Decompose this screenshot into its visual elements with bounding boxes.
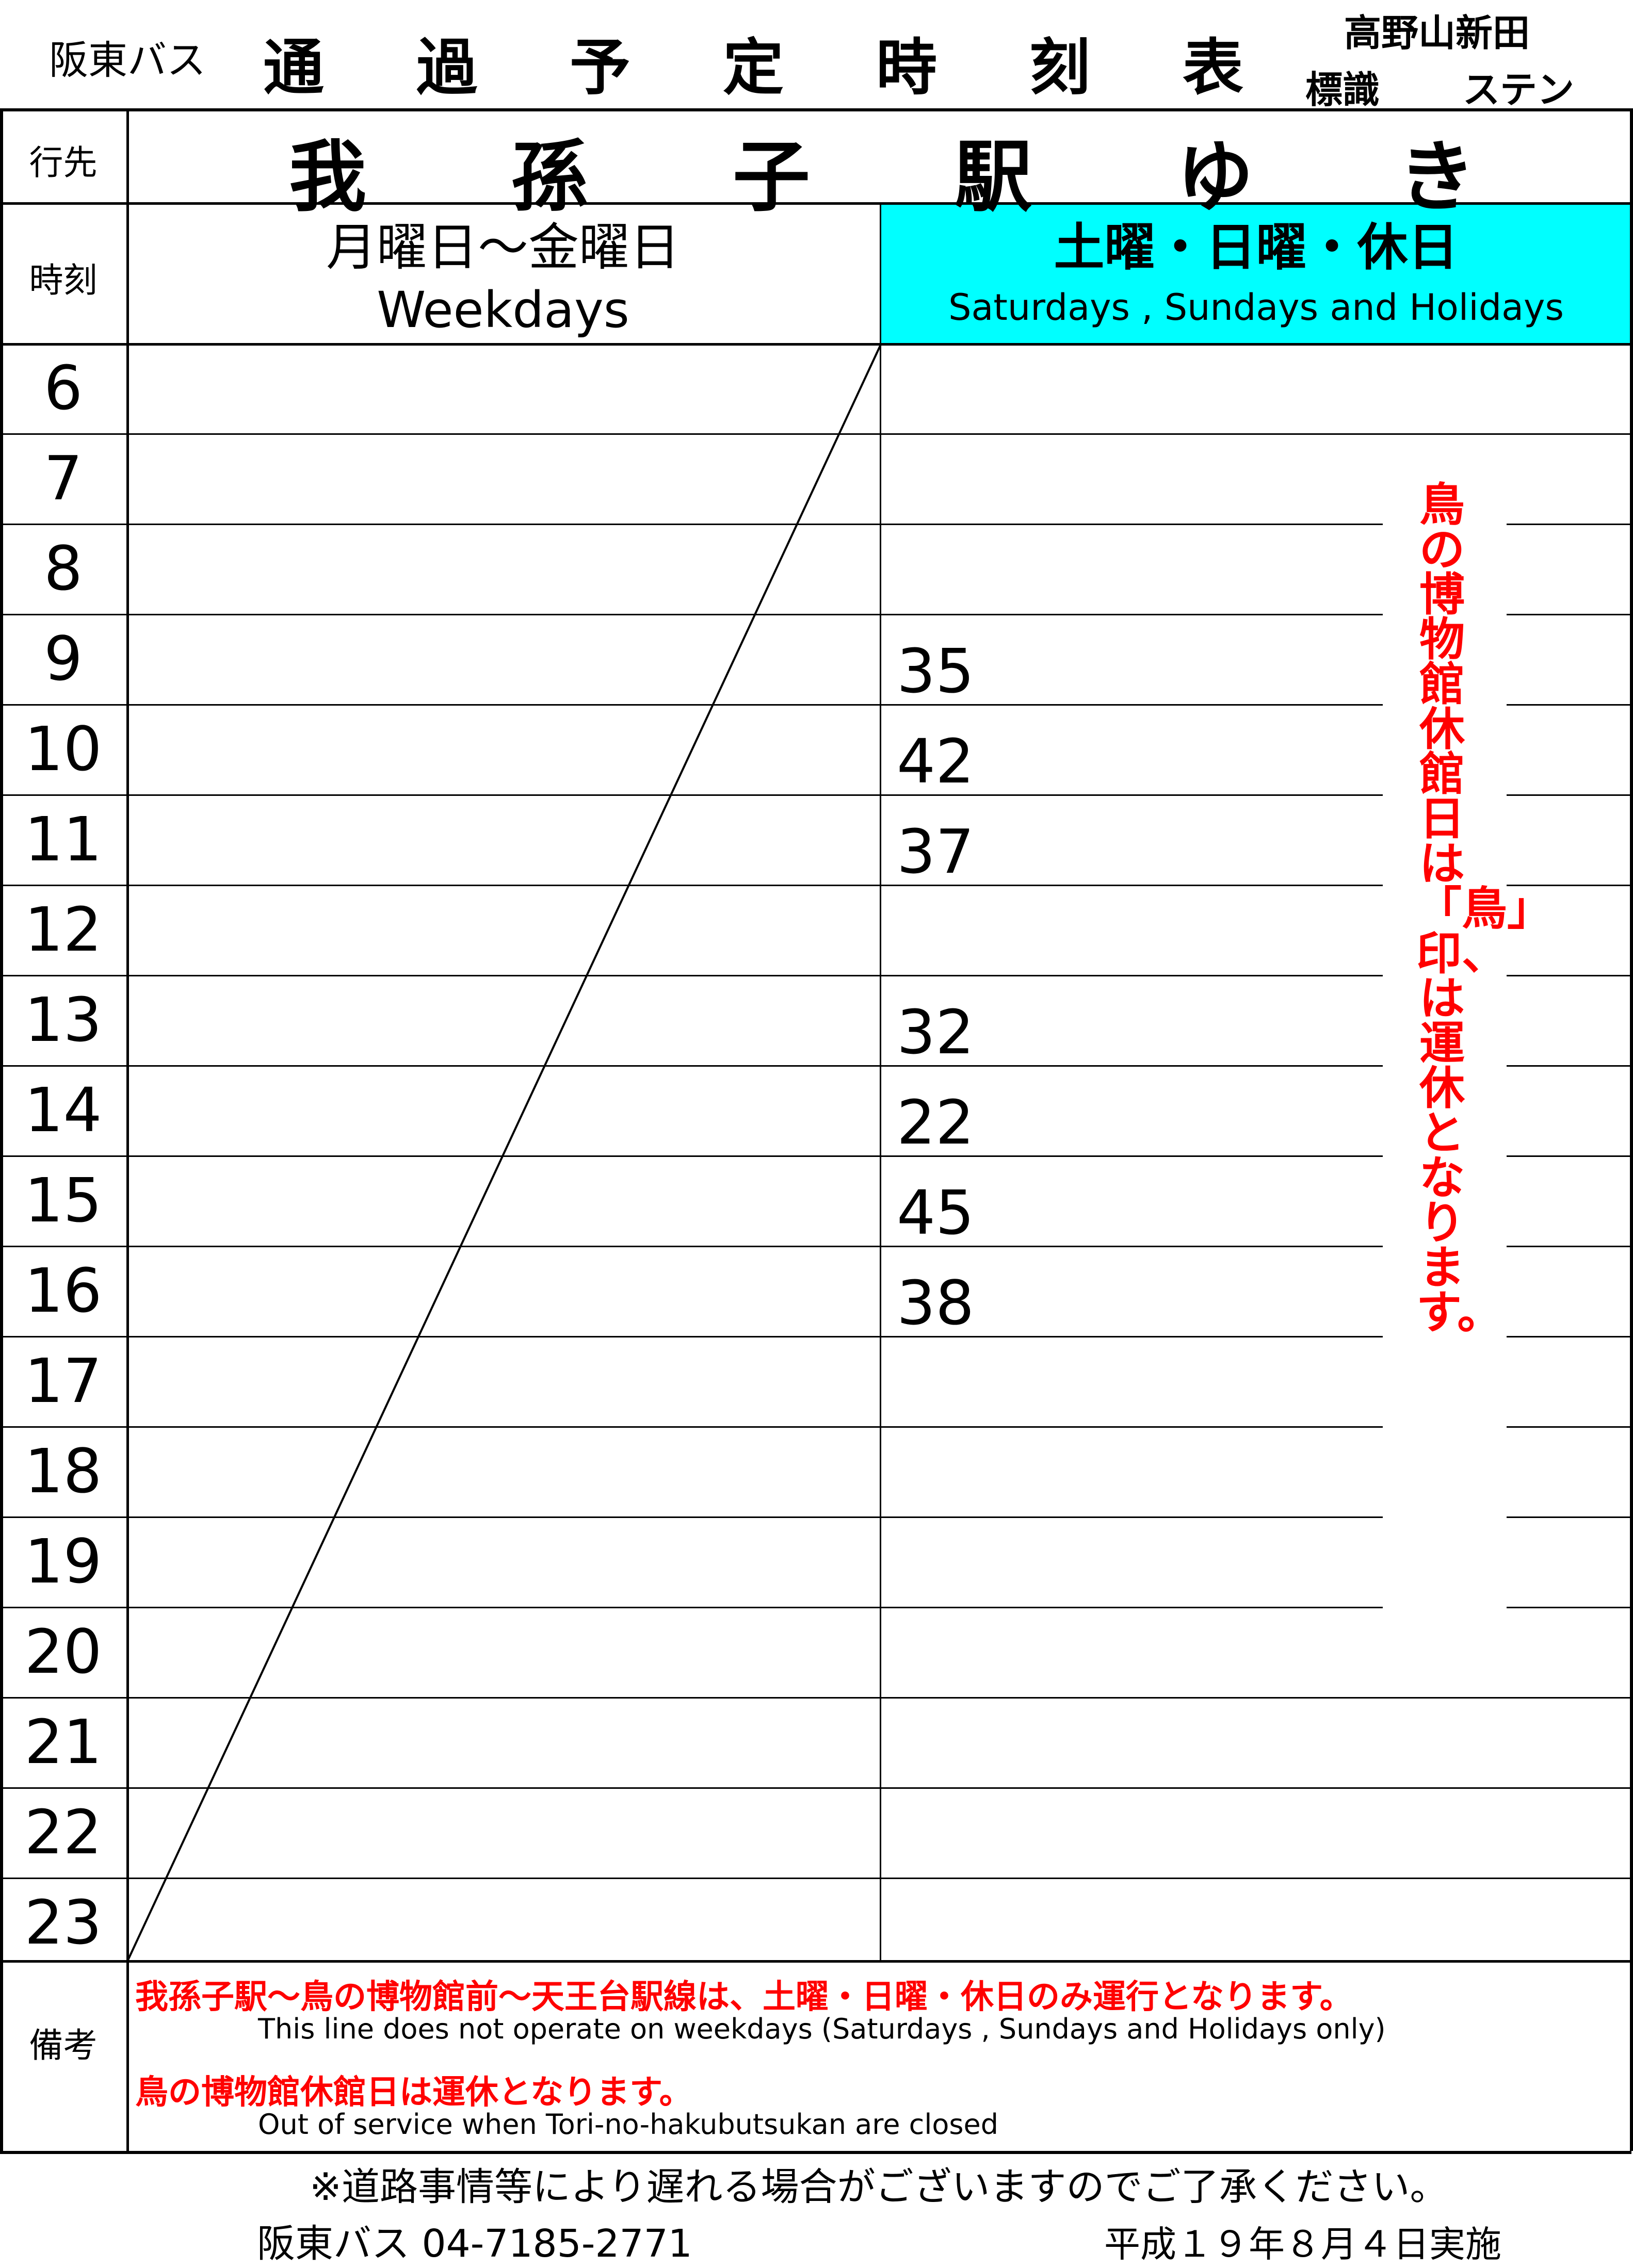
page-title: 通過予定時刻表 xyxy=(263,18,1243,106)
grid-line xyxy=(0,1516,1631,1518)
grid-line xyxy=(880,202,881,1960)
grid-line xyxy=(0,614,1631,615)
grid-line xyxy=(0,1065,1631,1067)
title-char: 表 xyxy=(1182,32,1243,103)
hour-label: 10 xyxy=(24,713,102,785)
destination-char: 我 xyxy=(289,133,367,222)
side-note-background xyxy=(1383,482,1507,1674)
hour-label: 8 xyxy=(43,533,83,604)
holiday-minute: 22 xyxy=(897,1087,975,1158)
grid-line xyxy=(0,794,1631,796)
destination-char: ゆ xyxy=(1176,133,1254,222)
remark-line2-jp: 鳥の博物館休館日は運休となります。 xyxy=(135,2074,692,2112)
grid-line xyxy=(0,108,1631,111)
stop-label-right: ステン xyxy=(1463,68,1575,111)
grid-line xyxy=(0,1878,1631,1879)
grid-line xyxy=(0,202,1631,205)
label-remarks: 備考 xyxy=(29,2026,98,2065)
hour-label: 16 xyxy=(24,1255,102,1326)
grid-line xyxy=(0,108,3,2151)
grid-line xyxy=(0,524,1631,525)
grid-line xyxy=(0,704,1631,706)
destination-char: 駅 xyxy=(954,133,1032,222)
remark-line2-en: Out of service when Tori-no-hakubutsukan… xyxy=(258,2108,999,2141)
grid-line xyxy=(0,2151,1631,2154)
delay-notice: ※道路事情等により遅れる場合がございますのでご了承ください。 xyxy=(310,2165,1448,2209)
holiday-header-background xyxy=(881,203,1631,343)
holiday-minute: 45 xyxy=(897,1177,975,1248)
grid-line xyxy=(0,1426,1631,1428)
grid-line xyxy=(0,1246,1631,1247)
grid-line xyxy=(126,108,129,2151)
holiday-minute: 32 xyxy=(897,997,975,1068)
effective-date: 平成１９年８月４日実施 xyxy=(1104,2223,1501,2265)
title-char: 過 xyxy=(416,32,477,103)
weekday-header-jp: 月曜日～金曜日 xyxy=(326,218,680,277)
title-char: 時 xyxy=(876,32,937,103)
grid-line xyxy=(0,1697,1631,1699)
hour-label: 7 xyxy=(43,443,83,514)
holiday-minute: 38 xyxy=(897,1267,975,1339)
contact-phone: 阪東バス 04-7185-2771 xyxy=(257,2222,692,2266)
hour-label: 11 xyxy=(24,804,102,875)
label-time: 時刻 xyxy=(29,260,98,300)
hour-label: 21 xyxy=(24,1706,102,1777)
hour-label: 9 xyxy=(43,623,83,694)
hour-label: 17 xyxy=(24,1345,102,1416)
grid-line xyxy=(0,1787,1631,1789)
remark-line1-en: This line does not operate on weekdays (… xyxy=(258,2013,1386,2045)
grid-line xyxy=(0,1336,1631,1337)
destination: 我孫子駅ゆき xyxy=(289,115,1476,226)
label-destination: 行先 xyxy=(29,143,98,183)
grid-line xyxy=(0,1155,1631,1157)
holiday-minute: 42 xyxy=(897,726,975,797)
holiday-minute: 37 xyxy=(897,816,975,887)
title-char: 刻 xyxy=(1029,32,1090,103)
hour-label: 20 xyxy=(24,1616,102,1687)
hour-label: 14 xyxy=(24,1074,102,1146)
title-char: 予 xyxy=(569,32,630,103)
grid-line xyxy=(0,1960,1631,1963)
title-char: 通 xyxy=(263,32,325,103)
side-note: 鳥の博物館休館日は「鳥」印、は運休となります。 xyxy=(1416,478,1553,1339)
grid-line xyxy=(1630,108,1633,2151)
holiday-header-jp: 土曜・日曜・休日 xyxy=(1054,218,1459,277)
hour-label: 19 xyxy=(24,1526,102,1597)
title-char: 定 xyxy=(722,32,784,103)
weekday-header-en: Weekdays xyxy=(377,281,629,339)
grid-line xyxy=(0,885,1631,886)
grid-line xyxy=(0,1607,1631,1608)
grid-line xyxy=(0,975,1631,976)
destination-char: 子 xyxy=(732,133,810,222)
holiday-minute: 35 xyxy=(897,635,975,707)
hour-label: 22 xyxy=(24,1797,102,1868)
holiday-header-en: Saturdays , Sundays and Holidays xyxy=(948,286,1564,329)
company-name: 阪東バス xyxy=(49,37,206,83)
hour-label: 15 xyxy=(24,1165,102,1236)
hour-label: 12 xyxy=(24,894,102,965)
grid-line xyxy=(0,433,1631,435)
destination-char: き xyxy=(1398,133,1476,222)
hour-label: 23 xyxy=(24,1887,102,1958)
hour-label: 6 xyxy=(43,352,83,423)
hour-label: 18 xyxy=(24,1435,102,1507)
remark-line1-jp: 我孫子駅～鳥の博物館前～天王台駅線は、土曜・日曜・休日のみ運行となります。 xyxy=(135,1978,1353,2016)
grid-line xyxy=(0,343,1631,346)
destination-char: 孫 xyxy=(510,133,588,222)
stop-name: 高野山新田 xyxy=(1344,11,1530,55)
hour-label: 13 xyxy=(24,984,102,1055)
stop-label-left: 標識 xyxy=(1305,68,1380,111)
